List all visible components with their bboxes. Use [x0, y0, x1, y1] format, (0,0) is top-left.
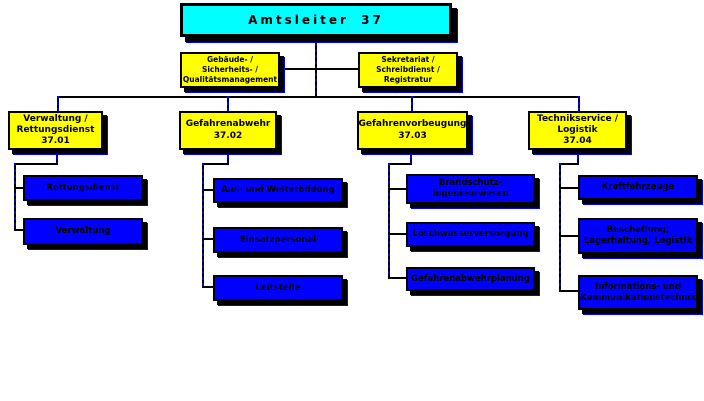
connector-trunk [315, 37, 317, 96]
connector-col1-jog [14, 163, 58, 165]
connector-col3-stub2 [388, 233, 406, 235]
unit-box-brandschutz-ingenieurwesen: Brandschutz- Ingenieurwesen [406, 174, 535, 204]
connector-dept1-stub [57, 96, 59, 111]
connector-col2-drop [227, 150, 229, 165]
connector-col2-jog [202, 163, 229, 165]
connector-col4-stub1 [559, 187, 578, 189]
unit-box-kraftfahrzeuge: Kraftfahrzeuge [578, 175, 698, 200]
unit-box-informations-und-kommunikationstechnik: Informations- und Kommunikationstechnik [578, 275, 698, 310]
connector-col1-rail [14, 163, 16, 231]
connector-col1-drop [56, 150, 58, 165]
connector-col3-rail [388, 163, 390, 278]
connector-col3-stub1 [388, 188, 406, 190]
connector-col4-drop [577, 150, 579, 165]
staff-box-sekretariat-schreibdienst-registratur: Sekretariat / Schreibdienst / Registratu… [358, 52, 458, 88]
dept-box-37-01-verwaltung-rettungsdienst: Verwaltung / Rettungsdienst 37.01 [8, 111, 103, 150]
connector-col4-jog [559, 163, 579, 165]
unit-box-einsatzpersonal: Einsatzpersonal [213, 227, 343, 253]
connector-col1-stub1 [14, 187, 23, 189]
connector-col4-rail [559, 163, 561, 292]
unit-box-verwaltung: Verwaltung [23, 218, 143, 245]
unit-box-loeschwasserversorgung: Löschwasserversorgung [406, 222, 535, 247]
dept-box-37-02-gefahrenabwehr: Gefahrenabwehr 37.02 [179, 111, 277, 150]
connector-col4-stub3 [559, 290, 578, 292]
connector-staff-hline [280, 68, 358, 70]
connector-col2-stub2 [202, 238, 213, 240]
dept-box-37-04-technikservice-logistik: Technikservice / Logistik 37.04 [528, 111, 627, 150]
root-box-amtsleiter: Amtsleiter 37 [180, 3, 452, 37]
unit-box-aus-und-weiterbildung: Aus- und Weiterbildung [213, 178, 343, 203]
staff-box-gebaeude-sicherheit-qualitaet: Gebäude- / Sicherheits- / Qualitätsmanag… [180, 52, 280, 88]
connector-col2-rail [202, 163, 204, 288]
connector-dept4-stub [578, 96, 580, 111]
connector-col4-stub2 [559, 235, 578, 237]
dept-box-37-03-gefahrenvorbeugung: Gefahrenvorbeugung 37.03 [357, 111, 468, 150]
connector-col2-stub1 [202, 189, 213, 191]
connector-dept-hline [57, 96, 580, 98]
connector-col2-stub3 [202, 286, 213, 288]
unit-box-beschaffung-lagerhaltung-logistik: Beschaffung, Lagerhaltung, Logistik [578, 218, 698, 254]
connector-dept3-stub [411, 96, 413, 111]
unit-box-gefahrenabwehrplanung: Gefahrenabwehrplanung [406, 267, 535, 291]
connector-col1-stub2 [14, 229, 23, 231]
connector-col3-jog [388, 163, 412, 165]
connector-col3-stub3 [388, 277, 406, 279]
unit-box-leitstelle: Leitstelle [213, 275, 343, 301]
connector-dept2-stub [227, 96, 229, 111]
unit-box-rettungsdienst: Rettungsdienst [23, 175, 143, 201]
connector-col3-drop [410, 150, 412, 165]
